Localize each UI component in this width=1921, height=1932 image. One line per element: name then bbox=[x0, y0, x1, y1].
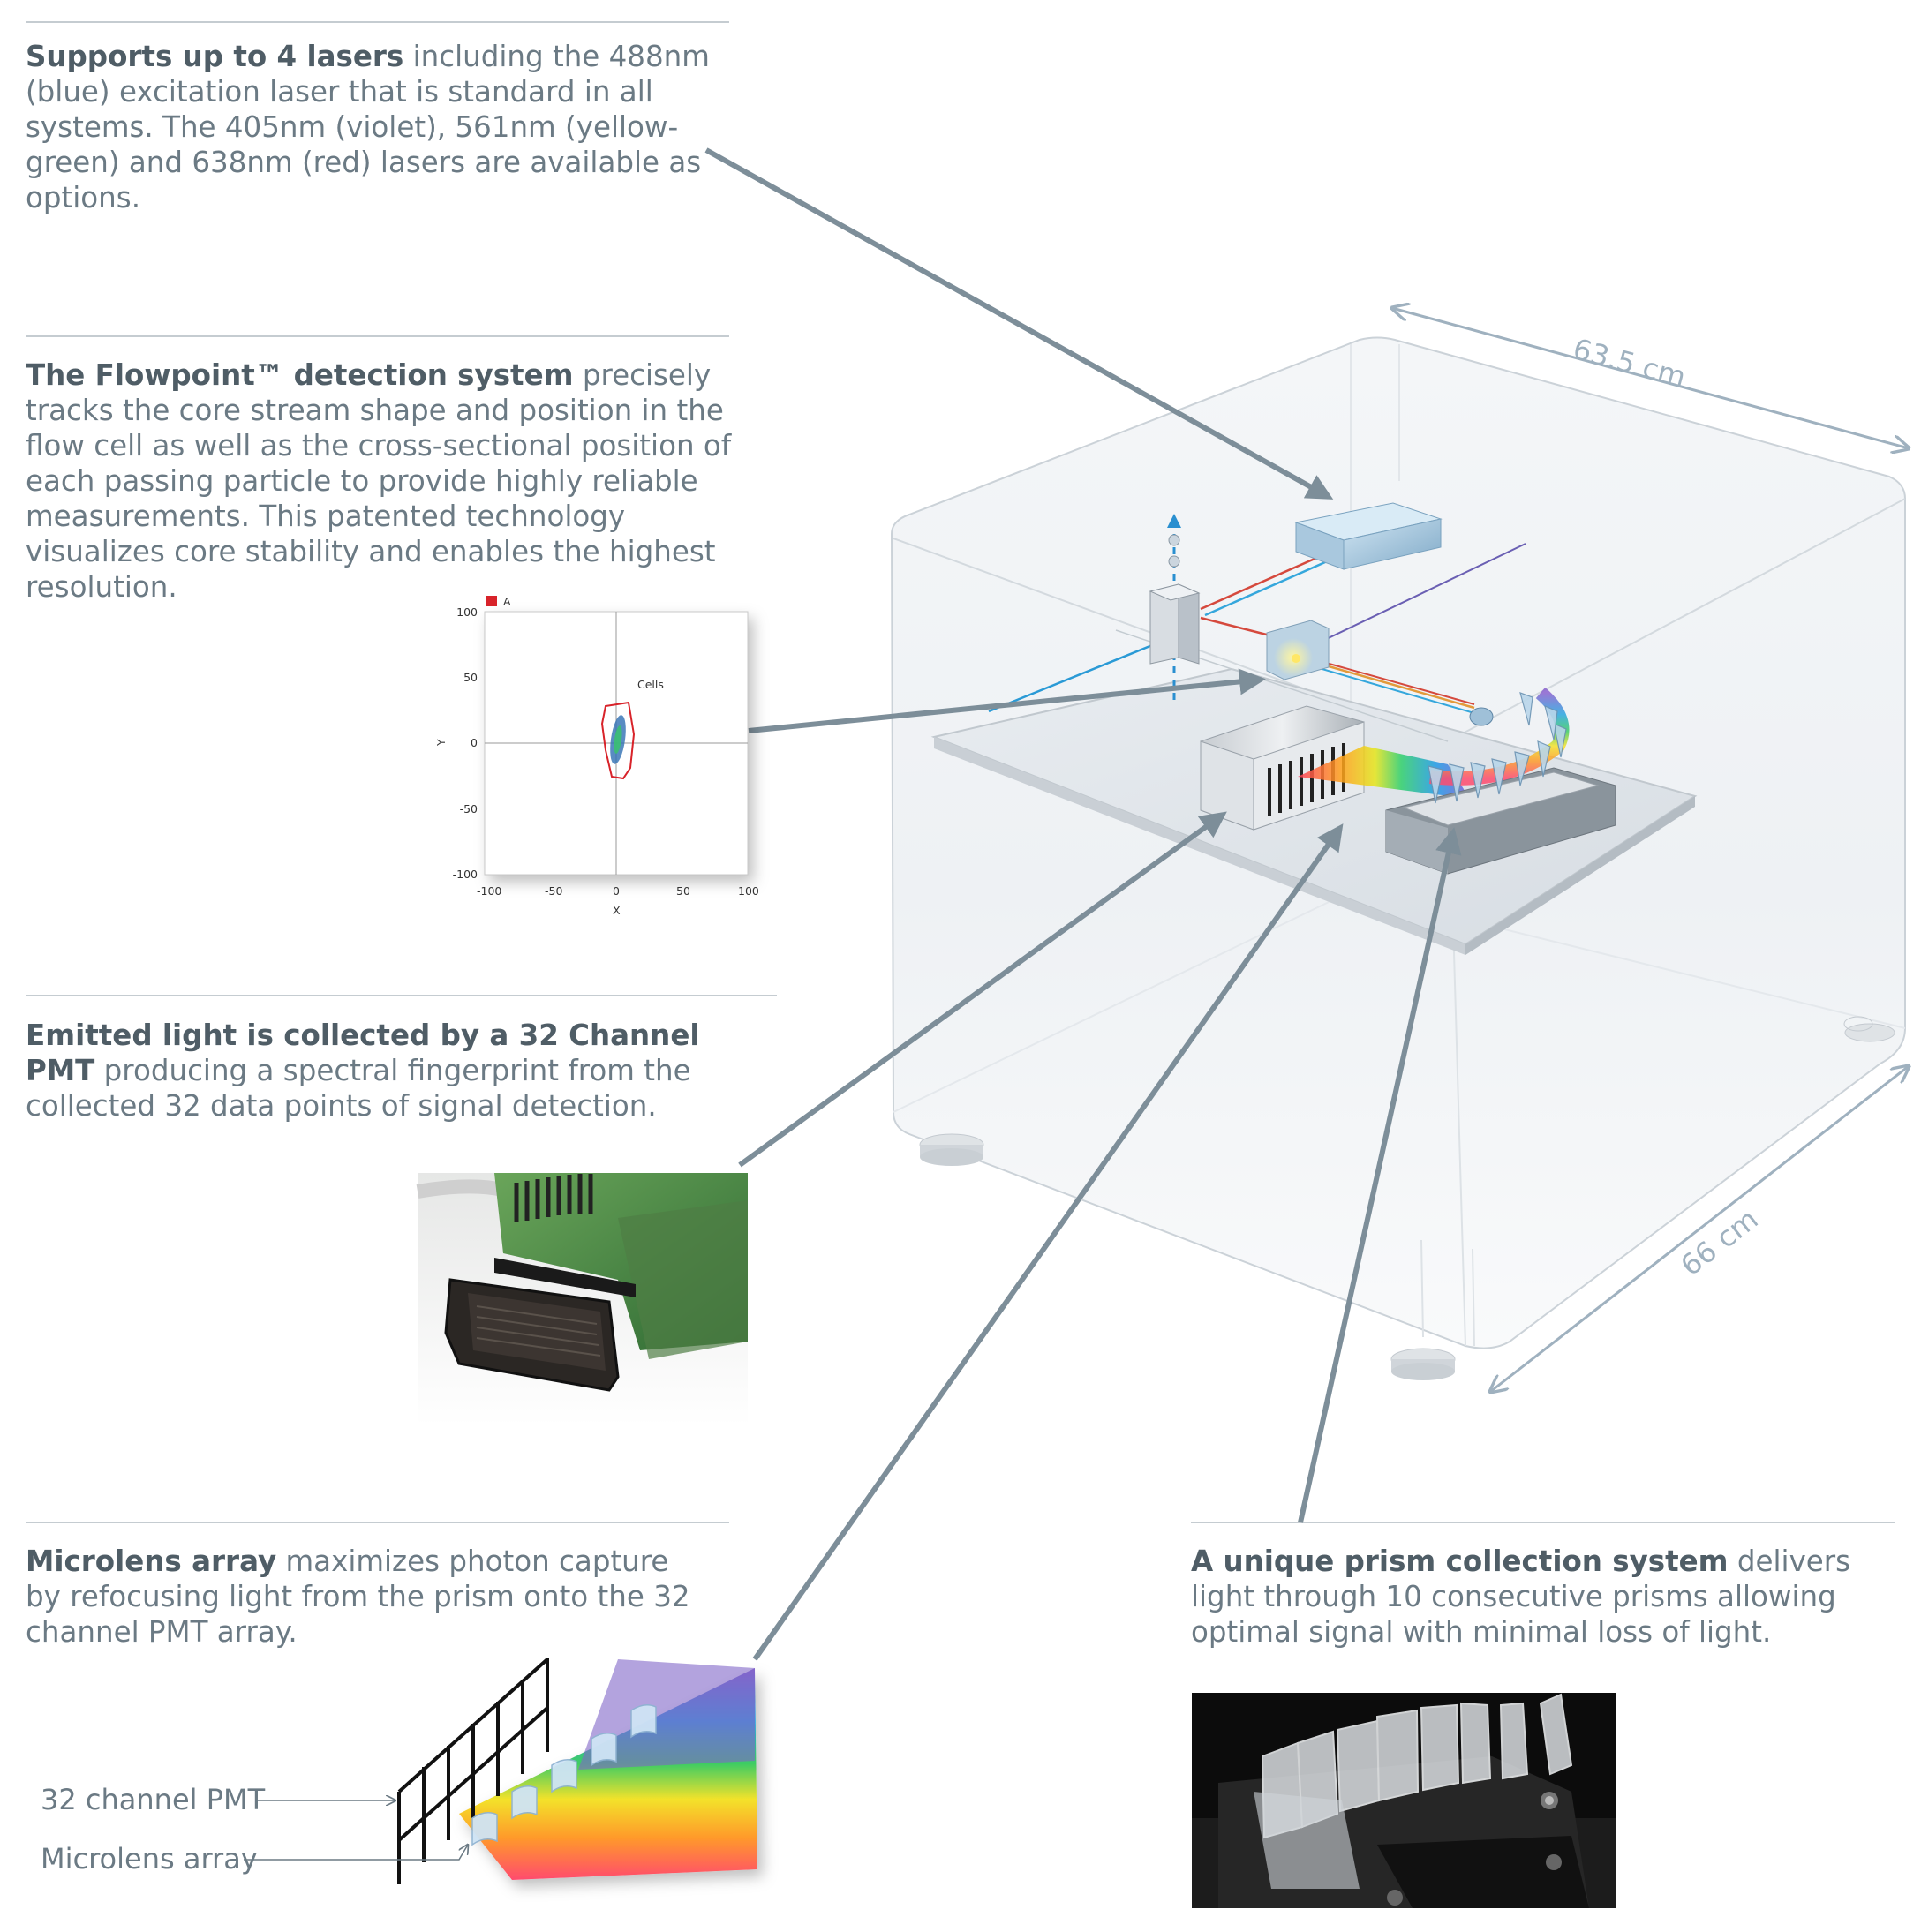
callout-arrows bbox=[704, 147, 1462, 1661]
flow-cell bbox=[1149, 514, 1201, 706]
gate-polygon bbox=[600, 701, 636, 780]
rule-flowpoint bbox=[26, 335, 729, 337]
callout-flowpoint: The Flowpoint™ detection system precisel… bbox=[26, 357, 736, 605]
callout-lasers-heading: Supports up to 4 lasers bbox=[26, 40, 404, 73]
pmt-photo bbox=[416, 1173, 748, 1425]
arrow-pmt bbox=[738, 811, 1227, 1168]
ytick: 50 bbox=[463, 671, 478, 684]
prism-tray bbox=[1385, 687, 1616, 875]
callout-microlens: Microlens array maximizes photon capture… bbox=[26, 1544, 697, 1650]
stream-particle bbox=[1168, 555, 1180, 568]
xtick: 100 bbox=[738, 884, 759, 898]
arrow-lasers bbox=[704, 147, 1334, 500]
gate-label: Cells bbox=[637, 678, 664, 691]
stream-particle bbox=[1168, 534, 1180, 546]
callout-lasers: Supports up to 4 lasers including the 48… bbox=[26, 39, 732, 215]
ytick: 0 bbox=[471, 736, 478, 749]
legend-label: A bbox=[503, 595, 511, 608]
xtick: 50 bbox=[676, 884, 690, 898]
xtick: -100 bbox=[477, 884, 501, 898]
microlens-elements bbox=[471, 1704, 657, 1846]
callout-flowpoint-body: precisely tracks the core stream shape a… bbox=[26, 358, 732, 604]
stream-arrow bbox=[1167, 514, 1181, 528]
callout-pmt-body: producing a spectral fingerprint from th… bbox=[26, 1054, 691, 1123]
cabinet-vert-right bbox=[1420, 1239, 1424, 1338]
rule-prism bbox=[1191, 1522, 1895, 1523]
focus-lens bbox=[1469, 707, 1494, 726]
plot-xticks: -100 -50 0 50 100 bbox=[477, 884, 759, 898]
plot-ylabel: Y bbox=[434, 739, 448, 747]
callout-prism-body: delivers light through 10 consecutive pr… bbox=[1191, 1545, 1851, 1649]
callout-lasers-body: including the 488nm (blue) excitation la… bbox=[26, 40, 710, 214]
pmt-detector-block bbox=[1200, 705, 1365, 831]
plot-yticks: 100 50 0 -50 -100 bbox=[453, 605, 478, 881]
rule-lasers bbox=[26, 21, 729, 23]
dimension-width-label: 63.5 cm bbox=[1570, 332, 1690, 394]
microlens-figure: 32 channel PMT Microlens array bbox=[41, 1658, 757, 1884]
callout-microlens-body: maximizes photon capture by refocusing l… bbox=[26, 1545, 690, 1649]
callout-microlens-heading: Microlens array bbox=[26, 1545, 277, 1578]
rule-microlens bbox=[26, 1522, 729, 1523]
flowpoint-plot: A Cells X Y -100 -50 0 50 100 100 50 0 -… bbox=[434, 595, 759, 917]
plate-side bbox=[1465, 796, 1695, 955]
xtick: 0 bbox=[613, 884, 620, 898]
arrow-microlens bbox=[752, 823, 1344, 1661]
beam-violet bbox=[1315, 543, 1526, 645]
ytick: -100 bbox=[453, 868, 478, 881]
arrow-prism bbox=[1298, 827, 1462, 1523]
laser-box bbox=[1294, 502, 1443, 570]
arrow-flowpoint bbox=[748, 668, 1266, 733]
flow-cell-top bbox=[1149, 583, 1201, 601]
collection-lens bbox=[1266, 620, 1330, 680]
prism-photo bbox=[1192, 1693, 1616, 1908]
ytick: 100 bbox=[456, 605, 478, 619]
ytick: -50 bbox=[460, 802, 478, 816]
cabinet-foot bbox=[1844, 1023, 1895, 1042]
spectral-fan bbox=[1298, 746, 1470, 799]
label-microlens-array: Microlens array bbox=[41, 1842, 258, 1876]
callout-pmt-heading: Emitted light is collected by a 32 Chann… bbox=[26, 1019, 700, 1087]
pmt-frame bbox=[397, 1658, 549, 1884]
microlens-spectrum-top bbox=[578, 1659, 755, 1770]
callout-pmt: Emitted light is collected by a 32 Chann… bbox=[26, 1018, 745, 1124]
prism-row bbox=[1428, 692, 1567, 804]
legend-swatch bbox=[486, 596, 497, 606]
label-32-channel-pmt: 32 channel PMT bbox=[41, 1783, 266, 1816]
callout-prism-heading: A unique prism collection system bbox=[1191, 1545, 1729, 1578]
event-core bbox=[614, 725, 622, 754]
plot-xlabel: X bbox=[613, 904, 621, 917]
xtick: -50 bbox=[545, 884, 562, 898]
beam-to-lens2 bbox=[1297, 661, 1475, 714]
rule-pmt bbox=[26, 995, 777, 996]
beam-blue-long bbox=[988, 638, 1166, 713]
callout-flowpoint-heading: The Flowpoint™ detection system bbox=[26, 358, 574, 392]
callout-prism: A unique prism collection system deliver… bbox=[1191, 1544, 1897, 1650]
cabinet-vert-right2 bbox=[1472, 1248, 1475, 1347]
plate-front bbox=[934, 737, 1465, 955]
